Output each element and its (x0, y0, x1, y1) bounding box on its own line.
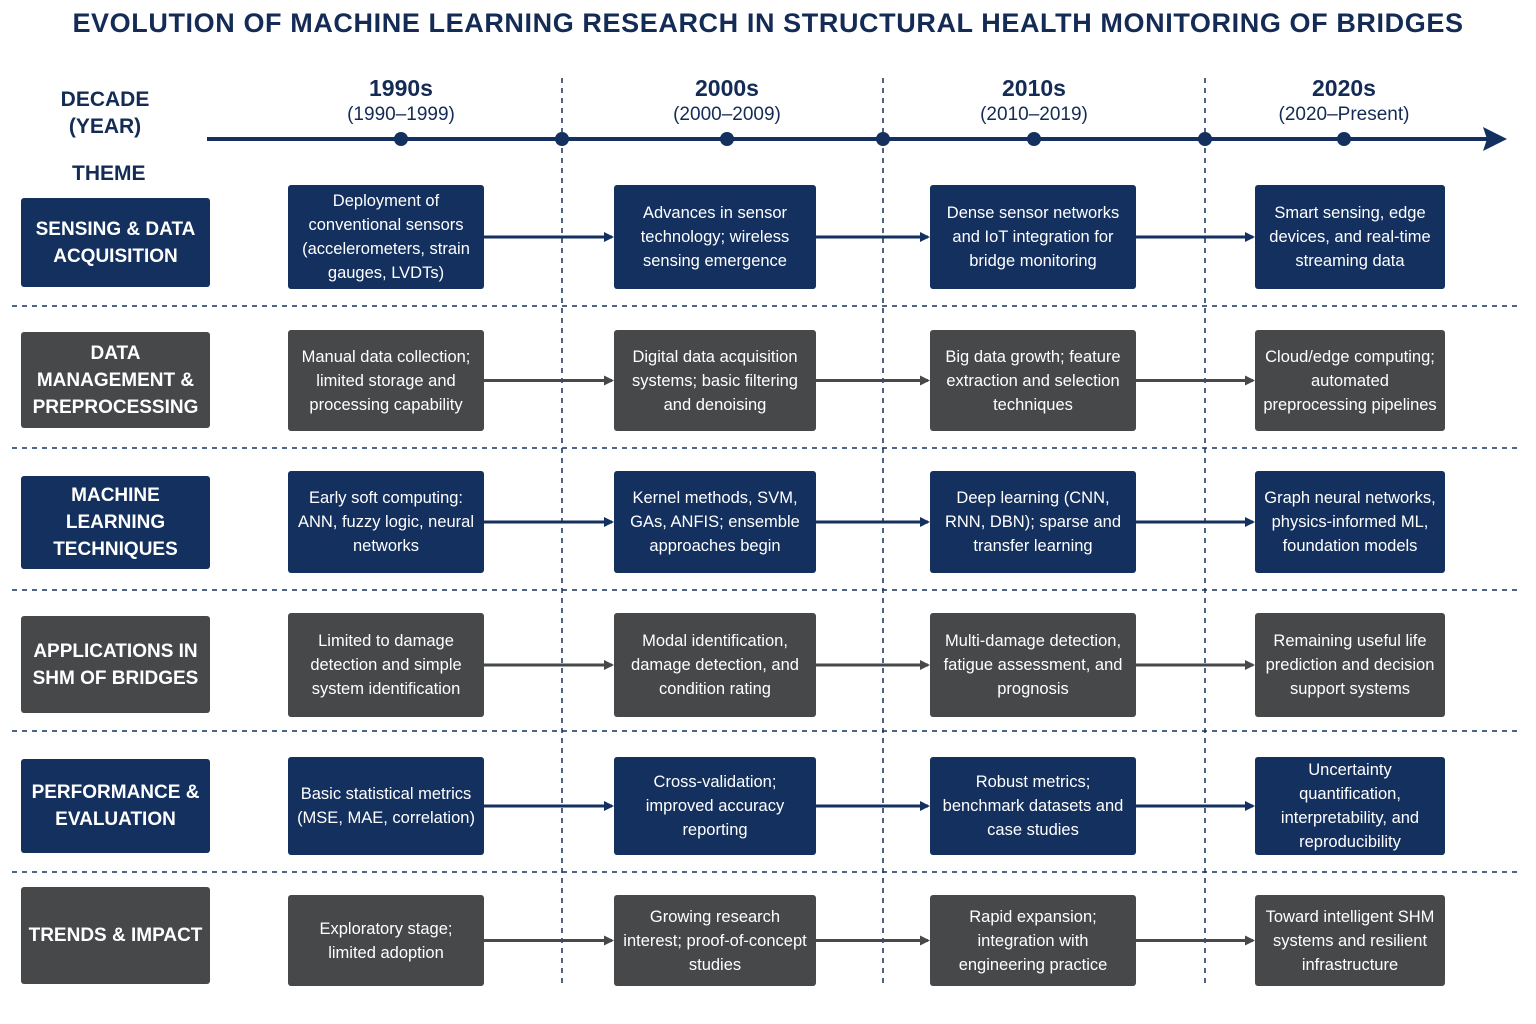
era-range: (2020–Present) (1278, 104, 1410, 125)
era-name: 2000s (695, 75, 759, 101)
theme-cell: Deep learning (CNN, RNN, DBN); sparse an… (930, 471, 1136, 573)
theme-cell: Robust metrics; benchmark datasets and c… (930, 757, 1136, 855)
era-point (394, 132, 408, 146)
theme-cell: Graph neural networks, physics-informed … (1255, 471, 1445, 573)
theme-cell: Multi-damage detection, fatigue assessme… (930, 613, 1136, 717)
theme-cell: Advances in sensor technology; wireless … (614, 185, 816, 289)
theme-cell: Digital data acquisition systems; basic … (614, 330, 816, 431)
era-header-1: 2000s (2000–2009) (617, 74, 837, 128)
theme-cell: Exploratory stage; limited adoption (288, 895, 484, 986)
era-header-2: 2010s (2010–2019) (924, 74, 1144, 128)
theme-cell: Uncertainty quantification, interpretabi… (1255, 757, 1445, 855)
era-point (1337, 132, 1351, 146)
theme-label-2: MACHINE LEARNING TECHNIQUES (21, 476, 210, 569)
theme-cell: Modal identification, damage detection, … (614, 613, 816, 717)
theme-label-1: DATA MANAGEMENT & PREPROCESSING (21, 332, 210, 428)
era-range: (2010–2019) (980, 104, 1088, 125)
theme-cell: Manual data collection; limited storage … (288, 330, 484, 431)
theme-cell: Basic statistical metrics (MSE, MAE, cor… (288, 757, 484, 855)
theme-cell: Smart sensing, edge devices, and real-ti… (1255, 185, 1445, 289)
theme-axis-label: THEME (72, 162, 146, 185)
page-title: EVOLUTION OF MACHINE LEARNING RESEARCH I… (72, 8, 1464, 38)
theme-cell: Remaining useful life prediction and dec… (1255, 613, 1445, 717)
decade-label-line2: (YEAR) (68, 115, 142, 138)
theme-cell: Dense sensor networks and IoT integratio… (930, 185, 1136, 289)
theme-label-3: APPLICATIONS IN SHM OF BRIDGES (21, 616, 210, 713)
era-separator-point (555, 132, 569, 146)
era-point (1027, 132, 1041, 146)
era-range: (2000–2009) (673, 104, 781, 125)
era-header-3: 2020s (2020–Present) (1234, 74, 1454, 128)
era-name: 2010s (1002, 75, 1066, 101)
theme-cell: Cloud/edge computing; automated preproce… (1255, 330, 1445, 431)
theme-cell: Limited to damage detection and simple s… (288, 613, 484, 717)
theme-cell: Big data growth; feature extraction and … (930, 330, 1136, 431)
era-separator-point (1198, 132, 1212, 146)
theme-label-4: PERFORMANCE & EVALUATION (21, 759, 210, 853)
theme-cell: Rapid expansion; integration with engine… (930, 895, 1136, 986)
theme-cell: Cross-validation; improved accuracy repo… (614, 757, 816, 855)
theme-cell: Kernel methods, SVM, GAs, ANFIS; ensembl… (614, 471, 816, 573)
era-name: 1990s (369, 75, 433, 101)
theme-label-5: TRENDS & IMPACT (21, 887, 210, 984)
era-separator-point (876, 132, 890, 146)
era-range: (1990–1999) (347, 104, 455, 125)
decade-axis-label: DECADE (YEAR) (50, 86, 160, 140)
theme-label-0: SENSING & DATA ACQUISITION (21, 198, 210, 287)
theme-cell: Growing research interest; proof-of-conc… (614, 895, 816, 986)
theme-cell: Deployment of conventional sensors (acce… (288, 185, 484, 289)
decade-label-line1: DECADE (60, 88, 150, 111)
era-name: 2020s (1312, 75, 1376, 101)
theme-cell: Toward intelligent SHM systems and resil… (1255, 895, 1445, 986)
theme-cell: Early soft computing: ANN, fuzzy logic, … (288, 471, 484, 573)
era-point (720, 132, 734, 146)
era-header-0: 1990s (1990–1999) (291, 74, 511, 128)
